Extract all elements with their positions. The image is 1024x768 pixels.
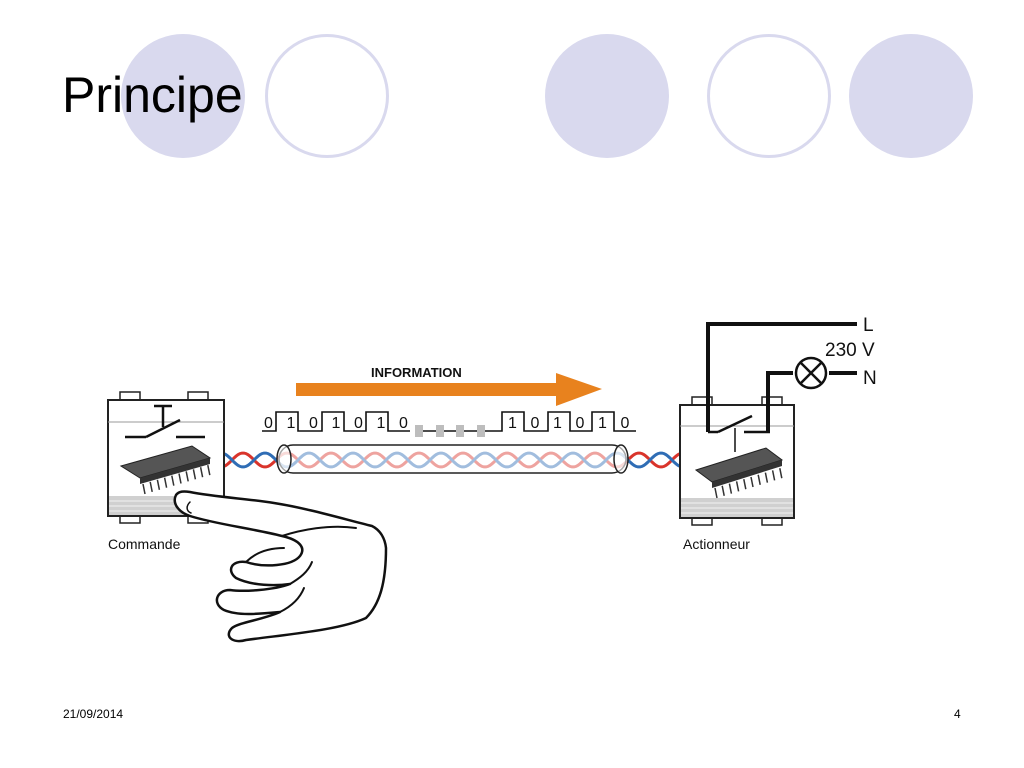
decor-circle <box>121 34 245 158</box>
signal-bit: 1 <box>332 415 341 432</box>
signal-bit: 1 <box>598 415 607 432</box>
signal-bit: 1 <box>508 415 517 432</box>
chip-icon <box>119 445 212 495</box>
signal-bit: 0 <box>309 415 318 432</box>
slide-title: Principe <box>62 67 243 123</box>
footer-date: 21/09/2014 <box>63 707 124 721</box>
signal-bit: 0 <box>399 415 408 432</box>
decor-circle <box>545 34 669 158</box>
line-N-label: N <box>863 368 877 389</box>
twisted-pair-cable <box>208 444 691 474</box>
voltage-label: 230 V <box>825 340 875 361</box>
signal-bit: 0 <box>264 415 273 432</box>
chip-icon <box>694 447 784 499</box>
signal-bit: 1 <box>553 415 562 432</box>
signal-bit: 0 <box>621 415 630 432</box>
decor-circle <box>707 34 831 158</box>
lamp-icon <box>794 356 828 390</box>
signal-waveform <box>262 411 636 432</box>
line-L-label: L <box>863 315 874 336</box>
signal-bit: 1 <box>287 415 296 432</box>
pointing-hand-icon <box>173 490 388 643</box>
decor-circle <box>849 34 973 158</box>
commande-device <box>107 391 225 524</box>
actionneur-device <box>679 396 795 526</box>
signal-bit: 0 <box>576 415 585 432</box>
decor-circle <box>265 34 389 158</box>
power-wiring <box>706 322 857 432</box>
arrow-label: INFORMATION <box>371 365 462 380</box>
signal-bit: 1 <box>377 415 386 432</box>
commande-label: Commande <box>108 536 181 552</box>
signal-bit: 0 <box>531 415 540 432</box>
actionneur-label: Actionneur <box>683 536 750 552</box>
switch-icon <box>125 404 205 439</box>
information-arrow <box>296 373 602 406</box>
signal-bit: 0 <box>354 415 363 432</box>
page-number: 4 <box>954 707 961 721</box>
signal-dots <box>415 425 485 437</box>
